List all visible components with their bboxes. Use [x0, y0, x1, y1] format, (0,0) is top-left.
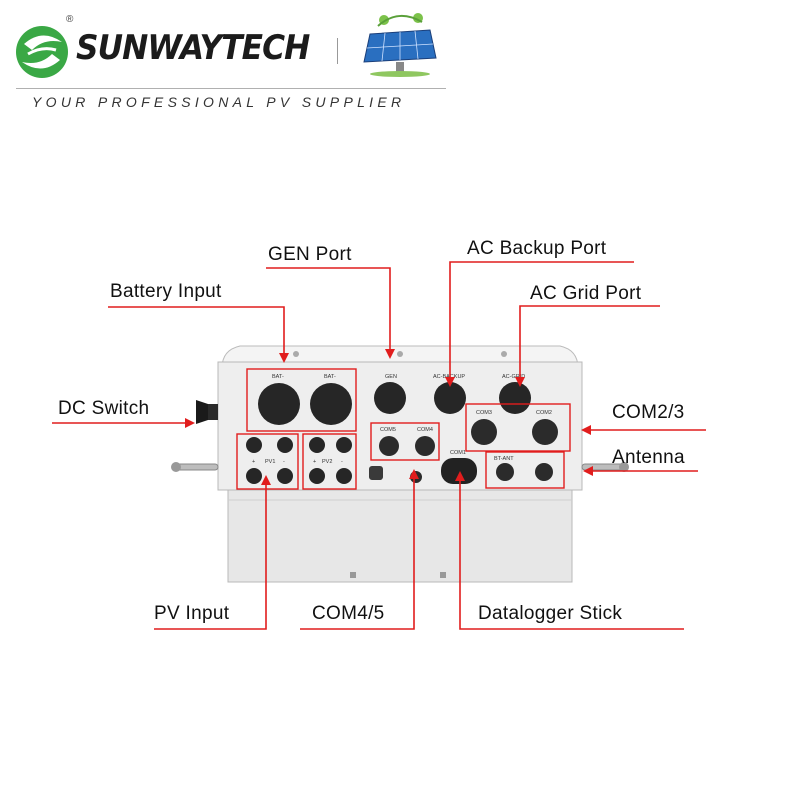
com4-5-box: [370, 422, 440, 461]
com2-port[interactable]: [532, 419, 558, 445]
com2-3-box: [465, 403, 571, 452]
ac-backup-leader: [445, 261, 634, 387]
battery-minus-port[interactable]: [258, 383, 300, 425]
com2-label: COM2: [536, 410, 552, 416]
com3-port[interactable]: [471, 419, 497, 445]
ac-backup-port-callout: AC Backup Port: [467, 238, 607, 259]
brand-name: SUNWAYTECH: [76, 28, 310, 68]
sunwaytech-logo-icon: [16, 26, 68, 78]
bt-ant-label: BT-ANT: [494, 456, 514, 462]
battery-box: [246, 368, 357, 432]
datalogger-stick-callout: Datalogger Stick: [478, 603, 623, 624]
datalogger-port[interactable]: [441, 458, 477, 484]
ac-backup-port[interactable]: [434, 382, 466, 414]
com1-label: COM1: [450, 450, 466, 456]
antenna-connector[interactable]: [581, 462, 629, 472]
brand-header: ® SUNWAYTECH YOUR PROFESSIONAL PV SUPPLI…: [0, 0, 800, 130]
pv2-box: [302, 433, 357, 490]
com4-5-leader: [300, 469, 419, 630]
ac-grid-port[interactable]: [499, 382, 531, 414]
pv2-minus-label: -: [341, 459, 343, 465]
dc-switch-callout: DC Switch: [58, 398, 150, 419]
com4-label: COM4: [417, 427, 433, 433]
com3-label: COM3: [476, 410, 492, 416]
pv1-minus-label: -: [283, 459, 285, 465]
pv1-plus-label: +: [252, 459, 255, 465]
battery-input-leader: [108, 306, 289, 363]
small-plug: [410, 471, 422, 483]
solar-panel-icon: [363, 13, 437, 77]
battery-plus-port[interactable]: [310, 383, 352, 425]
tagline-rule: [16, 88, 446, 89]
bt-ant-port[interactable]: [496, 463, 514, 481]
pv1-box: [236, 433, 299, 490]
gen-port[interactable]: [374, 382, 406, 414]
bt-ant-box: [485, 451, 565, 489]
com2-3-callout: COM2/3: [612, 402, 685, 423]
left-handle: [171, 462, 219, 472]
pv-input-callout: PV Input: [154, 603, 230, 624]
bat-plus-label: BAT-: [324, 374, 336, 380]
datalogger-leader: [455, 471, 684, 630]
bt-port[interactable]: [535, 463, 553, 481]
pv2-plus-label: +: [313, 459, 316, 465]
brand-divider: [337, 38, 338, 64]
com4-5-callout: COM4/5: [312, 603, 385, 624]
com5-port[interactable]: [379, 436, 399, 456]
ac-grid-leader: [515, 305, 660, 387]
dc-switch[interactable]: [196, 400, 218, 424]
gen-port-callout: GEN Port: [268, 244, 352, 265]
gen-port-leader: [266, 267, 395, 359]
com4-port[interactable]: [415, 436, 435, 456]
vent-plug: [369, 466, 383, 480]
antenna-callout: Antenna: [612, 447, 685, 468]
pv1-label: PV1: [265, 459, 275, 465]
pv-input-leader: [154, 475, 271, 630]
gen-label: GEN: [385, 374, 397, 380]
ac-grid-label: AC-GRID: [502, 374, 525, 380]
bat-minus-label: BAT-: [272, 374, 284, 380]
ac-grid-port-callout: AC Grid Port: [530, 283, 642, 304]
battery-input-callout: Battery Input: [110, 281, 222, 302]
pv2-label: PV2: [322, 459, 332, 465]
pv-connectors[interactable]: [246, 437, 352, 484]
com5-label: COM5: [380, 427, 396, 433]
registered-mark: ®: [66, 14, 74, 25]
tagline: YOUR PROFESSIONAL PV SUPPLIER: [32, 94, 406, 110]
